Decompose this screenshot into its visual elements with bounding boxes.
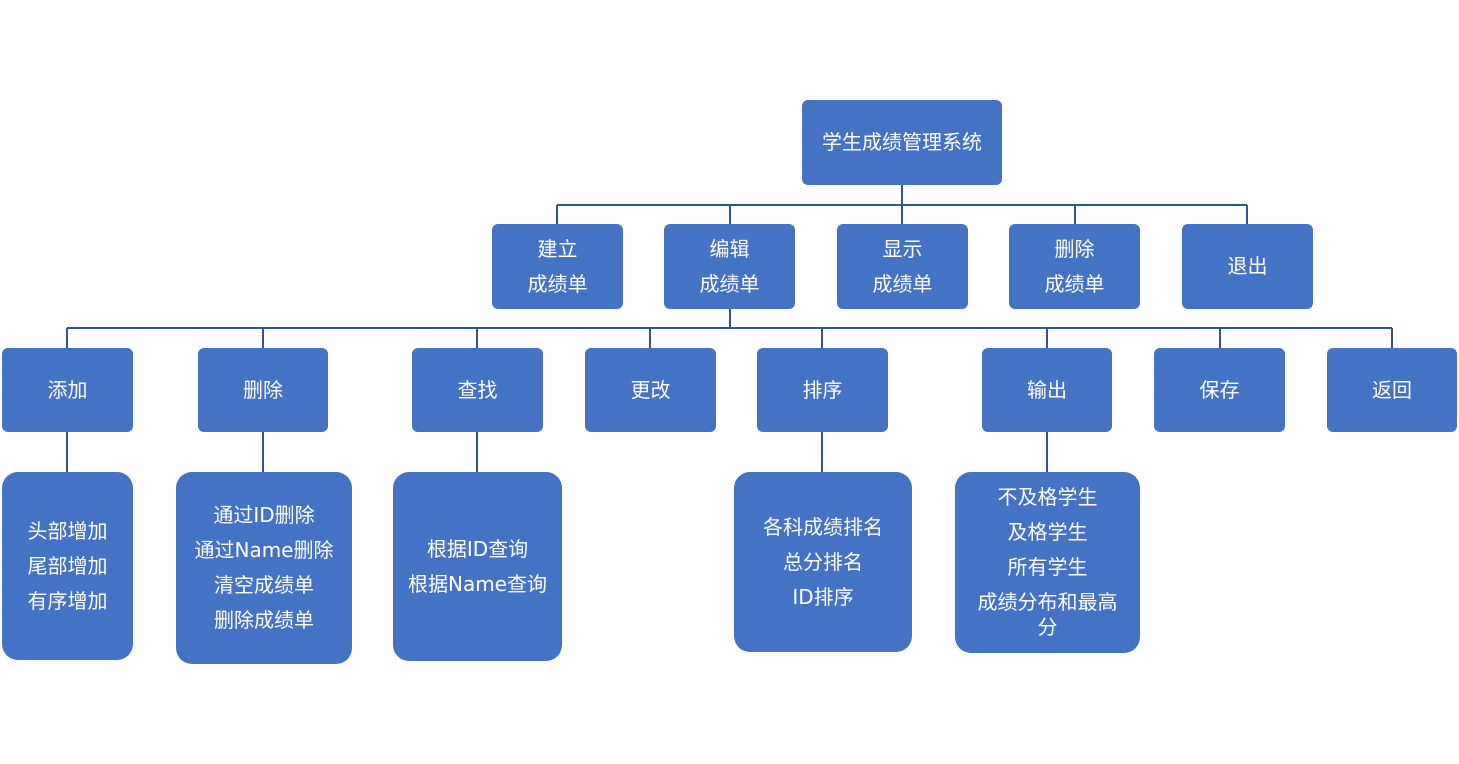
search-option-by-id: 根据ID查询 bbox=[426, 536, 529, 561]
node-delete-gradebook: 删除 成绩单 bbox=[1009, 224, 1140, 309]
node-delete-gradebook-line2: 成绩单 bbox=[1044, 271, 1105, 296]
sort-option-by-id: ID排序 bbox=[792, 584, 854, 609]
add-option-tail: 尾部增加 bbox=[27, 553, 108, 578]
output-option-distribution: 成绩分布和最高分 bbox=[977, 590, 1118, 639]
delete-option-clear: 清空成绩单 bbox=[214, 573, 314, 597]
node-delete-label: 删除 bbox=[243, 377, 283, 402]
node-sort-label: 排序 bbox=[802, 377, 843, 402]
search-option-by-name: 根据Name查询 bbox=[407, 571, 547, 596]
node-output-label: 输出 bbox=[1027, 377, 1067, 402]
delete-option-remove-gradebook: 删除成绩单 bbox=[214, 608, 314, 632]
node-create-gradebook-line1: 建立 bbox=[537, 236, 578, 261]
node-show-gradebook: 显示 成绩单 bbox=[837, 224, 968, 309]
root-node-label: 学生成绩管理系统 bbox=[822, 130, 982, 154]
node-return: 返回 bbox=[1327, 348, 1457, 432]
root-node: 学生成绩管理系统 bbox=[802, 100, 1002, 185]
node-return-label: 返回 bbox=[1372, 377, 1412, 402]
node-create-gradebook: 建立 成绩单 bbox=[492, 224, 623, 309]
node-search-options: 根据ID查询 根据Name查询 bbox=[393, 472, 562, 661]
node-add-label: 添加 bbox=[47, 377, 88, 402]
node-edit-gradebook-line2: 成绩单 bbox=[699, 271, 760, 296]
add-option-ordered: 有序增加 bbox=[27, 588, 108, 613]
node-sort: 排序 bbox=[757, 348, 888, 432]
node-create-gradebook-line2: 成绩单 bbox=[527, 271, 588, 296]
node-delete: 删除 bbox=[198, 348, 328, 432]
node-delete-gradebook-line1: 删除 bbox=[1054, 236, 1095, 261]
node-delete-options: 通过ID删除 通过Name删除 清空成绩单 删除成绩单 bbox=[176, 472, 352, 664]
node-search: 查找 bbox=[412, 348, 543, 432]
node-search-label: 查找 bbox=[457, 377, 498, 402]
node-edit-gradebook-line1: 编辑 bbox=[709, 236, 750, 261]
sort-option-by-subject: 各科成绩排名 bbox=[763, 514, 883, 539]
node-show-gradebook-line2: 成绩单 bbox=[872, 271, 933, 296]
node-output: 输出 bbox=[982, 348, 1112, 432]
node-add: 添加 bbox=[2, 348, 133, 432]
node-save: 保存 bbox=[1154, 348, 1285, 432]
node-exit-label: 退出 bbox=[1227, 254, 1268, 278]
node-modify: 更改 bbox=[585, 348, 716, 432]
node-output-options: 不及格学生 及格学生 所有学生 成绩分布和最高分 bbox=[955, 472, 1140, 653]
node-add-options: 头部增加 尾部增加 有序增加 bbox=[2, 472, 133, 660]
node-modify-label: 更改 bbox=[630, 377, 671, 402]
node-edit-gradebook: 编辑 成绩单 bbox=[664, 224, 795, 309]
node-exit: 退出 bbox=[1182, 224, 1313, 309]
node-sort-options: 各科成绩排名 总分排名 ID排序 bbox=[734, 472, 912, 652]
node-save-label: 保存 bbox=[1199, 377, 1240, 402]
output-option-all: 所有学生 bbox=[1007, 555, 1088, 579]
delete-option-by-id: 通过ID删除 bbox=[213, 503, 315, 527]
delete-option-by-name: 通过Name删除 bbox=[194, 538, 334, 562]
add-option-head: 头部增加 bbox=[27, 518, 108, 543]
output-option-passing: 及格学生 bbox=[1007, 520, 1088, 544]
output-option-failing: 不及格学生 bbox=[997, 485, 1098, 509]
sort-option-total: 总分排名 bbox=[783, 549, 863, 574]
node-show-gradebook-line1: 显示 bbox=[882, 236, 923, 261]
